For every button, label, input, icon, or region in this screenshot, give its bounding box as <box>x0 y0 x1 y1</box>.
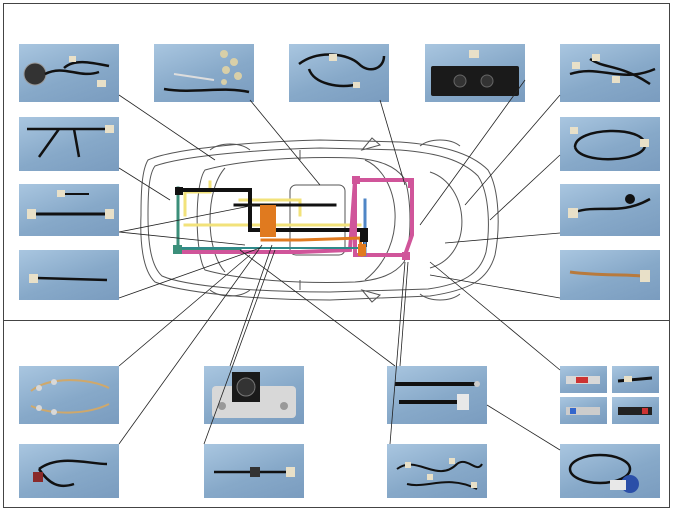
photo-single-wire-right <box>560 250 660 300</box>
connector-pair-icon <box>568 194 651 218</box>
connector-black-rear <box>175 187 183 195</box>
cable-loop-icon <box>568 453 639 493</box>
photo-engine-loop-harness <box>560 117 660 171</box>
sunroof <box>289 184 346 256</box>
photo-lighting-harness <box>19 366 119 424</box>
connector-pink-right <box>408 180 414 188</box>
photo-sensor-harness-right <box>560 184 660 236</box>
control-panel-icon <box>431 50 519 96</box>
photo-sensor-lead <box>19 444 119 498</box>
photo-short-lead-left <box>19 250 119 300</box>
connector-pink-bottom <box>402 252 410 260</box>
photo-climate-control-unit <box>425 44 525 102</box>
connector-pair-icon <box>27 190 114 219</box>
gauge-harness-icon <box>23 56 110 87</box>
page-frame <box>3 3 670 508</box>
photo-cooling-fan-module <box>204 366 304 424</box>
connector-cluster-icon <box>569 54 656 86</box>
photo-door-harness <box>289 44 389 102</box>
short-lead-icon <box>33 459 108 488</box>
connector-black-front <box>360 228 368 242</box>
photo-coiled-harness <box>560 444 660 498</box>
cable-loop-icon <box>570 127 649 161</box>
rear-window <box>209 167 226 273</box>
photo-fuse-strip-4 <box>612 397 659 424</box>
photo-inline-connector-lead <box>204 444 304 498</box>
fan-icon <box>212 372 296 418</box>
branch-cable-icon <box>27 125 114 158</box>
junction-box-orange <box>260 205 276 237</box>
connector-pink-top <box>352 176 360 184</box>
short-lead-icon <box>29 274 108 283</box>
photo-connector-pair-harness <box>19 184 119 236</box>
hood-line <box>429 171 463 269</box>
harness-green <box>176 186 242 252</box>
photo-lamp-socket-harness <box>154 44 254 102</box>
car-body-outline <box>140 139 499 301</box>
fuse-icon <box>566 376 600 384</box>
mirror-top <box>360 137 382 151</box>
photo-battery-cable-pair <box>387 366 487 424</box>
mirror-bottom <box>360 289 382 303</box>
car-cabin-outline <box>196 157 411 283</box>
connector-orange-front <box>358 244 366 256</box>
short-lead-icon <box>569 270 650 282</box>
wheel-front-bottom <box>419 293 461 301</box>
cable-loop-icon <box>298 53 386 88</box>
fuse-icon <box>566 407 600 415</box>
fuse-icon <box>618 407 652 415</box>
short-lead-icon <box>214 467 295 477</box>
lamp-sockets-icon <box>163 50 250 94</box>
car-body-inner <box>147 147 489 293</box>
photo-branch-harness-left <box>19 117 119 171</box>
photo-fuse-strip-1 <box>560 366 607 393</box>
photo-front-harness-assembly <box>560 44 660 102</box>
connector-green-rear <box>173 245 182 254</box>
cable-loop-icon <box>30 379 110 415</box>
photo-instrument-cluster-harness <box>19 44 119 102</box>
battery-cable-icon <box>395 381 480 410</box>
photo-fuse-strip-2 <box>612 366 659 393</box>
connector-cluster-icon <box>396 458 483 490</box>
photo-fuse-strip-3 <box>560 397 607 424</box>
fuse-icon <box>617 376 653 383</box>
photo-main-harness-bundle <box>387 444 487 498</box>
